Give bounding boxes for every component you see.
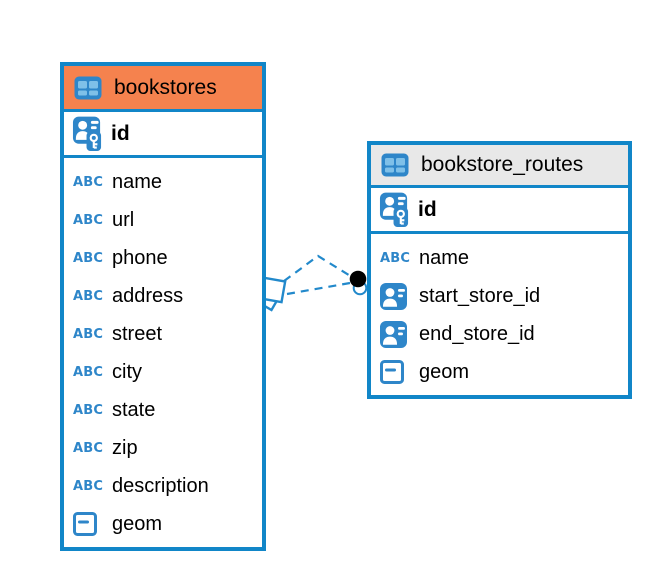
text-abc-icon: ABC — [73, 288, 104, 304]
column-row-end_store_id[interactable]: end_store_id — [371, 315, 628, 353]
table-title: bookstore_routes — [421, 153, 584, 176]
table-header-bookstore-routes[interactable]: bookstore_routes — [371, 145, 628, 188]
column-name-label: name — [112, 170, 163, 193]
column-name-label: street — [112, 322, 163, 345]
text-abc-icon: ABC — [73, 478, 104, 494]
column-row-id[interactable]: id — [371, 188, 628, 234]
text-abc-icon: ABC — [73, 250, 104, 266]
column-row-phone[interactable]: ABC phone — [64, 239, 262, 277]
one-endpoint-dot[interactable] — [349, 270, 367, 288]
column-name-label: description — [112, 474, 209, 497]
column-name-label: geom — [419, 360, 470, 383]
relationship-line-upper[interactable] — [283, 254, 353, 282]
primary-key-icon — [379, 191, 410, 229]
table-header-bookstores[interactable]: bookstores — [64, 66, 262, 112]
column-name-label: city — [112, 360, 142, 383]
column-row-street[interactable]: ABC street — [64, 315, 262, 353]
column-name-label: state — [112, 398, 156, 421]
text-abc-icon: ABC — [73, 326, 104, 342]
text-abc-icon: ABC — [380, 250, 411, 266]
table-icon — [74, 76, 105, 100]
text-abc-icon: ABC — [73, 212, 104, 228]
table-bookstore-routes[interactable]: bookstore_routes id ABC name start_store_… — [367, 141, 632, 399]
text-abc-icon: ABC — [73, 364, 104, 380]
column-name-label: start_store_id — [419, 284, 541, 307]
reference-icon — [380, 320, 411, 348]
table-title: bookstores — [114, 75, 217, 99]
column-list: ABC name start_store_id end_store_id geom — [371, 234, 628, 395]
column-name-label: end_store_id — [419, 322, 535, 345]
column-row-url[interactable]: ABC url — [64, 201, 262, 239]
column-row-id[interactable]: id — [64, 112, 262, 158]
column-row-name[interactable]: ABC name — [64, 163, 262, 201]
column-row-geom[interactable]: geom — [64, 505, 262, 543]
column-row-name[interactable]: ABC name — [371, 239, 628, 277]
text-abc-icon: ABC — [73, 402, 104, 418]
column-name-label: name — [419, 246, 470, 269]
column-row-geom[interactable]: geom — [371, 353, 628, 391]
table-icon — [381, 153, 412, 177]
reference-icon — [380, 282, 411, 310]
column-row-address[interactable]: ABC address — [64, 277, 262, 315]
primary-key-label: id — [418, 197, 437, 221]
column-name-label: phone — [112, 246, 168, 269]
column-row-start_store_id[interactable]: start_store_id — [371, 277, 628, 315]
column-row-city[interactable]: ABC city — [64, 353, 262, 391]
column-row-description[interactable]: ABC description — [64, 467, 262, 505]
primary-key-icon — [72, 115, 103, 153]
column-row-state[interactable]: ABC state — [64, 391, 262, 429]
column-name-label: url — [112, 208, 135, 231]
geometry-icon — [380, 360, 411, 384]
primary-key-label: id — [111, 121, 130, 145]
column-name-label: zip — [112, 436, 138, 459]
geometry-icon — [73, 512, 104, 536]
column-name-label: address — [112, 284, 184, 307]
text-abc-icon: ABC — [73, 174, 104, 190]
column-name-label: geom — [112, 512, 163, 535]
relationship-line-lower[interactable] — [286, 281, 351, 296]
column-row-zip[interactable]: ABC zip — [64, 429, 262, 467]
text-abc-icon: ABC — [73, 440, 104, 456]
